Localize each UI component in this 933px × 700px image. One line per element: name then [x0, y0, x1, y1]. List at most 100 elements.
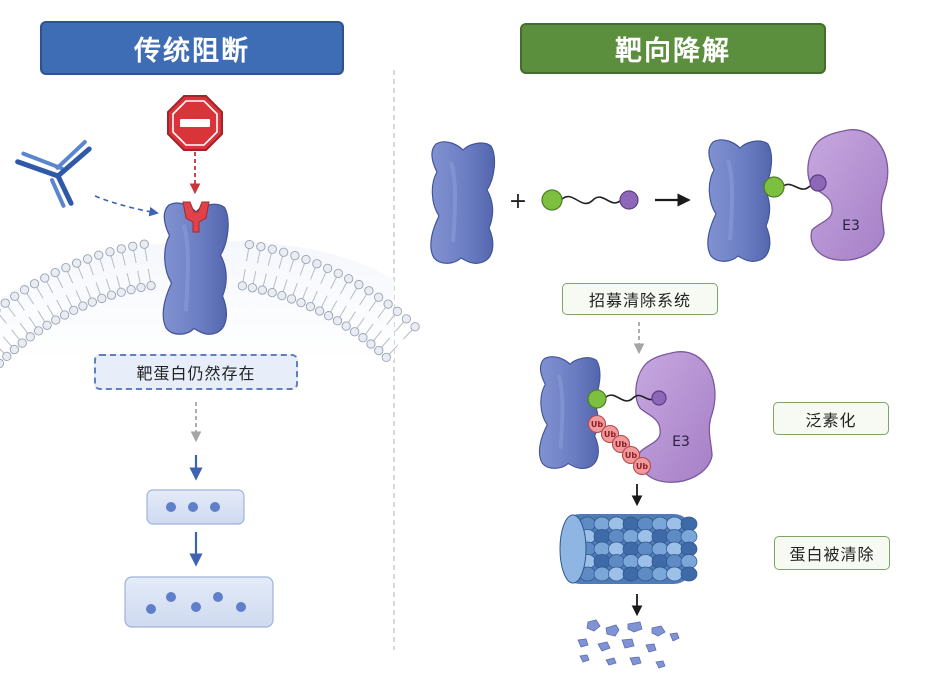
lipid-head	[267, 244, 277, 254]
lipid-head	[267, 287, 277, 298]
lipid-head	[139, 239, 149, 249]
signal-dot	[166, 502, 176, 512]
proteasome-subunit	[666, 566, 683, 582]
proteasome-subunit	[622, 541, 640, 557]
proteasome-subunit	[680, 566, 698, 582]
signal-dot	[210, 502, 220, 512]
bound-degrader	[763, 174, 827, 198]
ub-label: Ub	[591, 420, 603, 429]
lipid-head	[50, 267, 60, 278]
lipid-head	[78, 301, 88, 311]
proteasome-subunit	[651, 541, 669, 557]
lipid-head	[105, 247, 115, 257]
lipid-head	[244, 239, 255, 250]
step-recruit-label: 招募清除系统	[562, 283, 718, 315]
lipid-tail	[0, 314, 7, 324]
lipid-head	[333, 268, 343, 279]
lipid-head	[19, 285, 30, 295]
lipid-head	[410, 322, 420, 332]
lipid-head	[106, 290, 117, 300]
step-cleared-label: 蛋白被清除	[774, 536, 890, 570]
proteasome-subunit	[666, 554, 683, 569]
signal-dot	[213, 592, 223, 602]
bound-degrader-ubq	[587, 389, 667, 409]
proteasome-subunit	[608, 529, 625, 544]
lipid-head	[116, 244, 126, 254]
proteasome-subunit	[680, 554, 698, 569]
lipid-head	[97, 293, 107, 304]
lipid-head	[0, 298, 10, 308]
lipid-head	[364, 286, 374, 296]
lipid-head	[312, 259, 322, 269]
target-protein-ubiquitinated	[537, 354, 602, 471]
lipid-head	[116, 287, 126, 297]
step-ubiquitination-label: 泛素化	[773, 402, 889, 435]
proteasome-subunit	[608, 516, 625, 532]
proteasome-subunit	[680, 541, 698, 557]
ub-label: Ub	[615, 440, 627, 449]
lipid-head	[383, 299, 393, 309]
signal-box-large	[124, 576, 274, 628]
proteasome-subunit	[666, 529, 683, 544]
lipid-head	[10, 291, 20, 301]
plus-sign: +	[509, 189, 527, 214]
lipid-head	[354, 279, 364, 290]
proteasome-subunit	[622, 566, 640, 582]
lipid-head	[344, 274, 354, 284]
target-protein	[428, 139, 497, 266]
proteasome-rim	[559, 514, 587, 584]
lipid-head	[323, 263, 333, 274]
proteasome-icon	[559, 514, 698, 584]
protein-fragments-icon	[577, 619, 680, 669]
ub-label: Ub	[636, 462, 648, 471]
lipid-head	[25, 332, 35, 342]
lipid-head	[401, 314, 412, 324]
proteasome-subunit	[593, 541, 611, 557]
signal-dot	[166, 592, 176, 602]
lipid-head	[286, 294, 297, 304]
proteasome-subunit	[622, 529, 640, 544]
lipid-head	[305, 301, 316, 312]
ub-label: Ub	[625, 451, 637, 460]
stop-sign-icon	[167, 95, 223, 151]
proteasome-subunit	[608, 554, 625, 569]
lipid-head	[374, 345, 384, 356]
lipid-head	[314, 306, 325, 316]
proteasome-subunit	[651, 516, 669, 532]
lipid-head	[257, 285, 267, 295]
lipid-head	[332, 316, 343, 326]
lipid-head	[279, 247, 289, 257]
lipid-head	[301, 254, 311, 265]
antibody-arrow	[94, 195, 159, 217]
cell-membrane	[0, 239, 420, 369]
lipid-head	[341, 321, 351, 331]
signal-dot	[146, 604, 156, 614]
lipid-head	[42, 320, 52, 330]
lipid-head	[381, 352, 391, 362]
proteasome-subunit	[608, 566, 625, 582]
lipid-head	[82, 254, 93, 264]
proteasome-subunit	[637, 554, 654, 569]
lipid-head	[296, 297, 306, 308]
proteasome-subunit	[651, 529, 669, 544]
proteasome-subunit	[680, 516, 698, 532]
lipid-head	[87, 297, 97, 307]
proteasome-subunit	[593, 566, 611, 582]
lipid-head	[290, 251, 300, 261]
lipid-head	[2, 351, 12, 362]
lipid-head	[59, 310, 70, 320]
proteasome-subunit	[637, 566, 654, 582]
lipid-head	[128, 241, 138, 251]
proteasome-subunit	[666, 516, 683, 532]
e3-ligase	[807, 129, 889, 261]
lipid-head	[136, 282, 146, 293]
proteasome-subunit	[608, 541, 625, 557]
lipid-head	[40, 273, 50, 283]
degrader-molecule	[541, 189, 639, 211]
lipid-head	[358, 333, 368, 343]
proteasome-subunit	[593, 516, 611, 532]
target-remains-label: 靶蛋白仍然存在	[94, 354, 298, 390]
proteasome-subunit	[622, 516, 640, 532]
lipid-head	[0, 358, 5, 369]
